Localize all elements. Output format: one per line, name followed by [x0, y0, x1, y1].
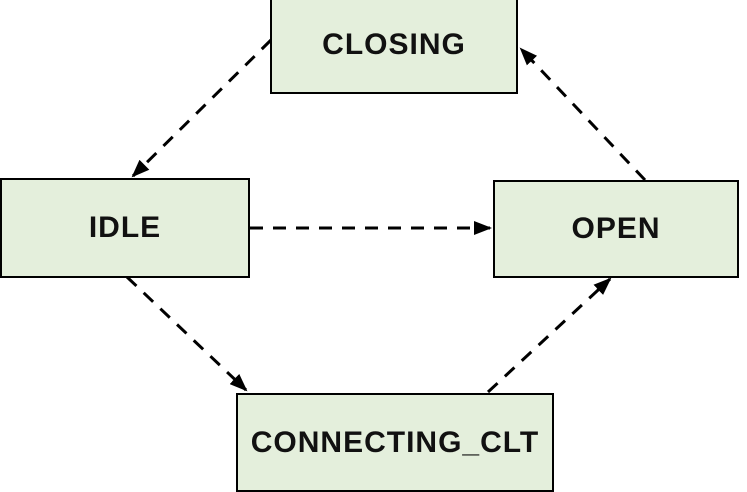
transition-edge-open-to-closing	[519, 47, 647, 182]
state-label-closing: CLOSING	[322, 27, 466, 61]
state-node-connecting-clt: CONNECTING_CLT	[236, 393, 554, 492]
transition-edge-idle-to-connecting_clt	[125, 275, 248, 392]
state-node-idle: IDLE	[0, 178, 250, 278]
transition-edge-closing-to-idle	[131, 38, 273, 178]
state-node-closing: CLOSING	[270, 0, 518, 94]
transition-edge-connecting_clt-to-open	[486, 277, 612, 394]
state-node-open: OPEN	[493, 180, 739, 278]
state-label-idle: IDLE	[88, 211, 162, 244]
state-label-connecting-clt: CONNECTING_CLT	[250, 425, 540, 459]
state-label-open: OPEN	[571, 212, 661, 245]
